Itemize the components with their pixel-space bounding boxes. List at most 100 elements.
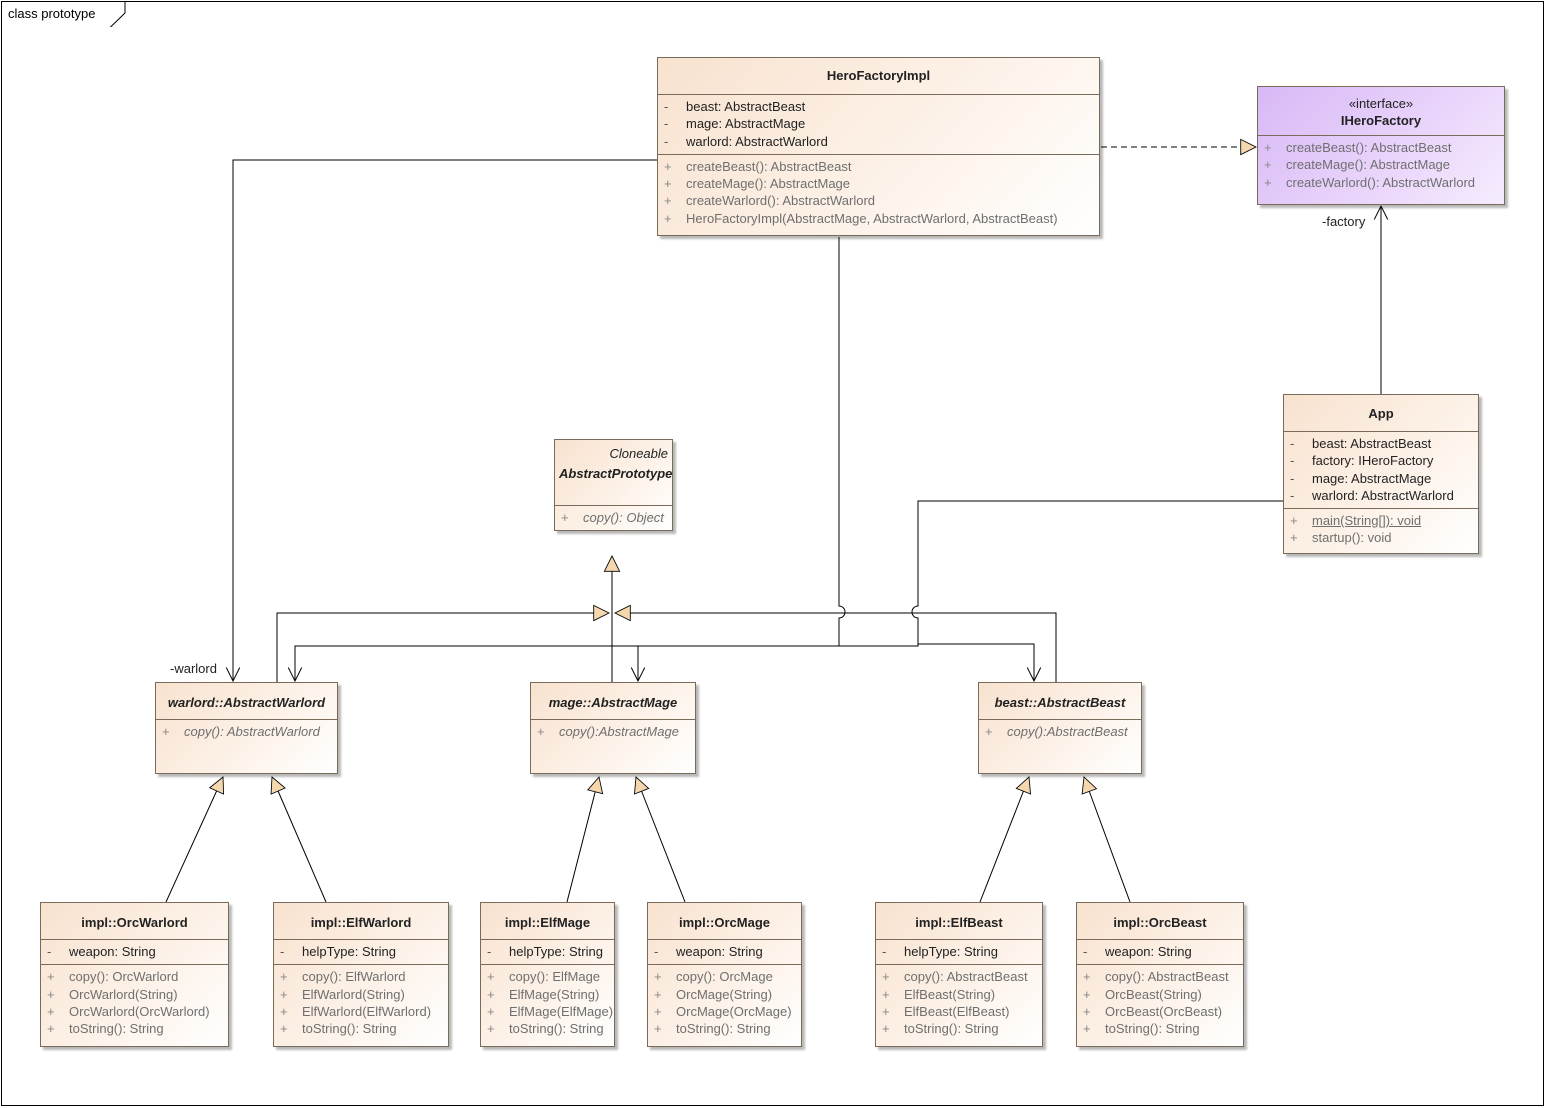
attribute-row: -weapon: String [654,944,763,959]
operation-row: +OrcWarlord(String) [47,986,178,1002]
operation-row: +copy(): OrcWarlord [47,969,179,985]
attributes-section: -weapon: String [1077,940,1243,966]
operation-row: +copy(): AbstractWarlord [162,724,320,739]
class-orcbeast[interactable]: impl::OrcBeast -weapon: String +copy(): … [1076,902,1244,1047]
operation-row: +OrcMage(OrcMage) [654,1003,792,1019]
association-app-warlord [295,500,1283,681]
attribute-row: -weapon: String [47,944,156,959]
generalization-elfmage [566,777,599,903]
class-abstractwarlord[interactable]: warlord::AbstractWarlord +copy(): Abstra… [155,682,338,774]
operations-section: +copy(): ElfMage +ElfMage(String) +ElfMa… [481,965,614,1041]
operation-row: +createWarlord(): AbstractWarlord [664,193,876,209]
stereotype-label: «interface» [1348,96,1414,111]
operation-row: +copy(): ElfWarlord [280,969,406,985]
interface-iherofactory[interactable]: «interface» IHeroFactory +createBeast():… [1257,86,1505,205]
attributes-section: -beast: AbstractBeast -mage: AbstractMag… [658,95,1099,155]
operation-row: +toString(): String [47,1021,164,1037]
operation-row: +main(String[]): void [1290,513,1422,529]
class-name: impl::OrcBeast [1077,903,1243,940]
generalization-orcwarlord [165,777,223,903]
attribute-row: -beast: AbstractBeast [1290,436,1432,451]
operation-row: +createBeast(): AbstractBeast [1264,140,1452,155]
operation-row: +ElfMage(String) [487,986,600,1002]
generalization-orcmage [636,777,686,903]
class-orcwarlord[interactable]: impl::OrcWarlord -weapon: String +copy()… [40,902,229,1047]
operation-row: +OrcBeast(String) [1083,986,1202,1002]
class-name: beast::AbstractBeast [979,683,1141,720]
operations-section: +copy(): AbstractBeast +OrcBeast(String)… [1077,965,1243,1041]
role-label-factory: -factory [1322,214,1366,229]
attributes-section: -helpType: String [481,940,614,966]
operation-row: +copy(): OrcMage [654,969,773,985]
attribute-row: -factory: IHeroFactory [1290,453,1434,469]
operations-section: +main(String[]): void +startup(): void [1284,509,1478,551]
operation-row: +createBeast(): AbstractBeast [664,158,852,174]
operation-row: +copy(): AbstractBeast [1083,969,1229,985]
attributes-section: -helpType: String [274,940,448,966]
class-name: App [1284,395,1478,432]
operation-row: +toString(): String [280,1021,397,1037]
class-abstractmage[interactable]: mage::AbstractMage +copy():AbstractMage [530,682,696,774]
operation-row: +toString(): String [654,1021,771,1037]
operation-row: +ElfWarlord(ElfWarlord) [280,1003,432,1019]
generalization-warlord-prototype [276,613,609,682]
attribute-row: -helpType: String [882,944,998,959]
operations-section: +copy(): OrcWarlord +OrcWarlord(String) … [41,965,228,1041]
operation-row: +toString(): String [487,1021,604,1037]
operation-row: +copy():AbstractMage [537,724,679,739]
operation-row: +HeroFactoryImpl(AbstractMage, AbstractW… [664,210,1058,226]
association-app-beast [917,643,1034,681]
class-abstractbeast[interactable]: beast::AbstractBeast +copy():AbstractBea… [978,682,1142,774]
class-name: warlord::AbstractWarlord [156,683,337,720]
class-elfbeast[interactable]: impl::ElfBeast -helpType: String +copy()… [875,902,1043,1047]
operation-row: +OrcMage(String) [654,986,773,1002]
class-orcmage[interactable]: impl::OrcMage -weapon: String +copy(): O… [647,902,802,1047]
class-elfwarlord[interactable]: impl::ElfWarlord -helpType: String +copy… [273,902,449,1047]
attribute-row: -mage: AbstractMage [664,116,806,132]
frame-tab [1,1,126,27]
operations-section: +copy(): ElfWarlord +ElfWarlord(String) … [274,965,448,1041]
attribute-row: -mage: AbstractMage [1290,470,1432,486]
class-elfmage[interactable]: impl::ElfMage -helpType: String +copy():… [480,902,615,1047]
operations-section: +copy():AbstractMage [531,720,695,744]
operation-row: +ElfBeast(String) [882,986,996,1002]
operations-section: +copy():AbstractBeast [979,720,1141,744]
attribute-row: -beast: AbstractBeast [664,99,806,114]
generalization-beast-prototype [615,613,1057,682]
operation-row: +copy():AbstractBeast [985,724,1128,739]
class-name: impl::ElfMage [481,903,614,940]
attribute-row: -weapon: String [1083,944,1192,959]
operation-row: +OrcBeast(OrcBeast) [1083,1003,1223,1019]
class-name: IHeroFactory [1340,113,1422,128]
operation-row: +ElfBeast(ElfBeast) [882,1003,1010,1019]
class-herofactoryimpl[interactable]: HeroFactoryImpl -beast: AbstractBeast -m… [657,57,1100,236]
operation-row: +ElfWarlord(String) [280,986,405,1002]
attribute-row: -warlord: AbstractWarlord [1290,487,1454,503]
class-name: HeroFactoryImpl [658,58,1099,95]
class-name: AbstractPrototype [559,466,673,481]
class-name: impl::ElfWarlord [274,903,448,940]
class-app[interactable]: App -beast: AbstractBeast -factory: IHer… [1283,394,1479,554]
operation-row: +toString(): String [882,1021,999,1037]
attribute-row: -helpType: String [487,944,603,959]
association-factory-mage [638,237,846,681]
operation-row: +createMage(): AbstractMage [664,176,851,192]
operations-section: +createBeast(): AbstractBeast +createMag… [1258,136,1504,195]
attribute-row: -helpType: String [280,944,396,959]
operation-row: +copy(): AbstractBeast [882,969,1028,985]
generalization-orcbeast [1084,777,1131,903]
operation-row: +ElfMage(ElfMage) [487,1003,614,1019]
role-label-warlord: -warlord [170,661,217,676]
operations-section: +createBeast(): AbstractBeast +createMag… [658,155,1099,231]
frame-title: class prototype [8,6,96,21]
operation-row: +createMage(): AbstractMage [1264,157,1451,173]
operation-row: +OrcWarlord(OrcWarlord) [47,1003,210,1019]
class-header: Cloneable AbstractPrototype [555,440,672,506]
operation-row: +copy(): Object [561,510,664,525]
class-name: impl::ElfBeast [876,903,1042,940]
operation-row: +createWarlord(): AbstractWarlord [1264,174,1476,190]
operation-row: +copy(): ElfMage [487,969,601,985]
association-factory-warlord [233,159,657,681]
class-abstractprototype[interactable]: Cloneable AbstractPrototype +copy(): Obj… [554,439,673,531]
